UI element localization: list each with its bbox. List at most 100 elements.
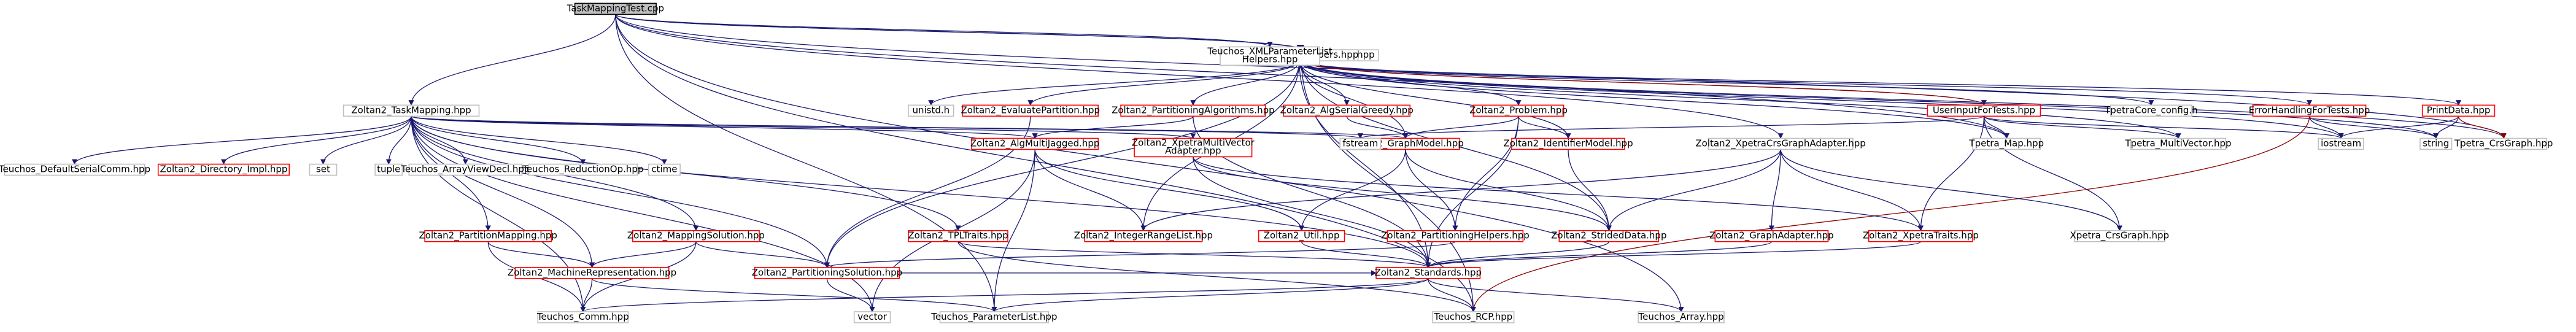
edge-n22-to-n35 [1034,149,1147,231]
node-n27[interactable]: Zoltan2_XpetraCrsGraphAdapter.hpp [1695,137,1866,150]
node-box [574,2,657,15]
node-n47[interactable]: Teuchos_ParameterList.hpp [930,311,1057,323]
node-n30[interactable]: string [2419,137,2453,150]
edge-n23-to-n40 [1193,156,1924,231]
node-n33[interactable]: Zoltan2_MappingSolution.hpp [627,230,765,242]
node-n39[interactable]: Zoltan2_GraphAdapter.hpp [1709,230,1834,242]
node-label: Zoltan2_IntegerRangeList.hpp [1074,230,1213,242]
edge-n1-to-n6 [1027,60,1300,106]
edge-n4-to-n21 [411,116,667,165]
node-label: Teuchos_XMLParameterList [1207,45,1332,57]
node-n37[interactable]: Zoltan2_PartitioningHelpers.hpp [1381,230,1530,242]
node-n21[interactable]: ctime [648,164,681,176]
node-n44[interactable]: Zoltan2_Standards.hpp [1374,267,1482,279]
node-n46[interactable]: vector [853,311,891,323]
node-label: TaskMappingTest.cpp [567,2,664,14]
edge-layer [72,14,2507,312]
node-n22[interactable]: Zoltan2_AlgMultiJagged.hpp [970,137,1100,150]
node-n40[interactable]: Zoltan2_XpetraTraits.hpp [1863,230,1979,242]
edge-n27-to-n41 [1780,149,2122,231]
edge-n44-to-n47 [991,278,1429,312]
node-box [1472,104,1565,117]
node-label: iostream [2321,137,2361,149]
edge-root-to-n2 [615,14,1304,51]
node-box [2460,137,2547,150]
node-n17[interactable]: set [309,164,338,176]
node-label: Zoltan2_AlgSerialGreedy.hpp [1280,104,1414,116]
edge-n24-to-n36 [1299,149,1406,231]
edge-n9-to-n26 [1518,116,1571,139]
node-box [853,311,891,323]
edge-n13-to-n48 [1470,116,2310,312]
edge-n4-to-n46 [411,116,875,312]
edge-n4-to-n15 [72,116,412,165]
node-label: Zoltan2_TPLTraits.hpp [908,230,1008,242]
edge-n4-to-n18 [385,116,412,165]
node-n35[interactable]: Zoltan2_IntegerRangeList.hpp [1074,230,1213,242]
node-n31[interactable]: Tpetra_CrsGraph.hpp [2454,137,2553,150]
node-n19[interactable]: Teuchos_ArrayViewDecl.hpp [400,164,530,176]
node-n25[interactable]: fstream [1339,137,1382,150]
node-box [2252,104,2367,117]
node-n38[interactable]: Zoltan2_StridedData.hpp [1551,230,1666,242]
node-n49[interactable]: Teuchos_Array.hpp [1638,311,1725,323]
edge-n2-to-n13 [1301,60,2312,106]
node-n43[interactable]: Zoltan2_PartitioningSolution.hpp [752,267,902,279]
node-n10[interactable]: UserInputForTests.hpp [1927,104,2041,117]
node-n28[interactable]: Tpetra_MultiVector.hpp [2125,137,2232,150]
node-n18[interactable]: tuple [374,164,403,176]
node-n15[interactable]: Teuchos_DefaultSerialComm.hpp [0,164,150,176]
node-box [971,137,1099,150]
node-box [1972,137,2041,150]
node-n36[interactable]: Zoltan2_Util.hpp [1258,230,1345,242]
node-label: Helpers.hpp [1242,53,1298,64]
node-label: Zoltan2_MachineRepresentation.hpp [508,267,676,279]
edge-n4-to-n44 [411,116,1431,268]
node-n42[interactable]: Zoltan2_MachineRepresentation.hpp [508,267,676,279]
node-n32[interactable]: Zoltan2_PartitionMapping.hpp [419,230,557,242]
node-n34[interactable]: Zoltan2_TPLTraits.hpp [908,230,1008,242]
node-n6[interactable]: Zoltan2_EvaluatePartition.hpp [961,104,1100,117]
node-n11[interactable]: Tpetra_Map.hpp [1968,137,2044,150]
edge-n33-to-n43 [695,241,830,268]
edge-n34-to-n44 [957,241,1431,268]
edge-n4-to-n42 [411,116,595,268]
node-n13[interactable]: ErrorHandlingForTests.hpp [2249,104,2370,117]
node-box [424,230,552,242]
node-n48[interactable]: Teuchos_RCP.hpp [1432,311,1515,323]
edge-n44-to-n48 [1428,278,1476,312]
edge-n1-to-n8 [1299,61,1350,106]
node-box [2073,230,2165,242]
node-box [754,267,900,279]
node-n8[interactable]: Zoltan2_AlgSerialGreedy.hpp [1280,104,1414,117]
node-label: Xpetra_CrsGraph.hpp [2070,230,2170,242]
node-box [2130,137,2227,150]
edge-n1-to-n5 [928,60,1300,106]
node-box [514,267,670,279]
node-label: Zoltan2_PartitioningAlgorithms.hpp [1112,104,1275,116]
node-n7[interactable]: Zoltan2_PartitioningAlgorithms.hpp [1112,104,1275,117]
node-n16[interactable]: Zoltan2_Directory_Impl.hpp [157,164,290,176]
node-n41[interactable]: Xpetra_CrsGraph.hpp [2070,230,2170,242]
node-label: Zoltan2_Problem.hpp [1469,104,1568,116]
node-box [1387,230,1524,242]
node-n45[interactable]: Teuchos_Comm.hpp [536,311,629,323]
node-n26[interactable]: Zoltan2_IdentifierModel.hpp [1503,137,1633,150]
node-n4[interactable]: Zoltan2_TaskMapping.hpp [342,104,480,117]
node-label: Zoltan2_XpetraMultiVector [1132,137,1255,149]
edge-n22-to-n36 [1034,149,1305,231]
node-n5[interactable]: unistd.h [908,104,954,117]
node-n20[interactable]: Teuchos_ReductionOp.hpp [522,164,643,176]
node-n14[interactable]: PrintData.hpp [2421,104,2496,117]
edge-n38-to-n44 [1425,241,1609,268]
node-n29[interactable]: iostream [2318,137,2364,150]
node-n9[interactable]: Zoltan2_Problem.hpp [1469,104,1568,117]
edge-root-to-n4 [408,14,616,106]
node-n12[interactable]: TpetraCore_config.h [2104,104,2198,117]
edge-root-to-n48 [615,14,1476,312]
node-label: Adapter.hpp [1165,145,1221,156]
node-label: Tpetra_MultiVector.hpp [2125,137,2232,149]
